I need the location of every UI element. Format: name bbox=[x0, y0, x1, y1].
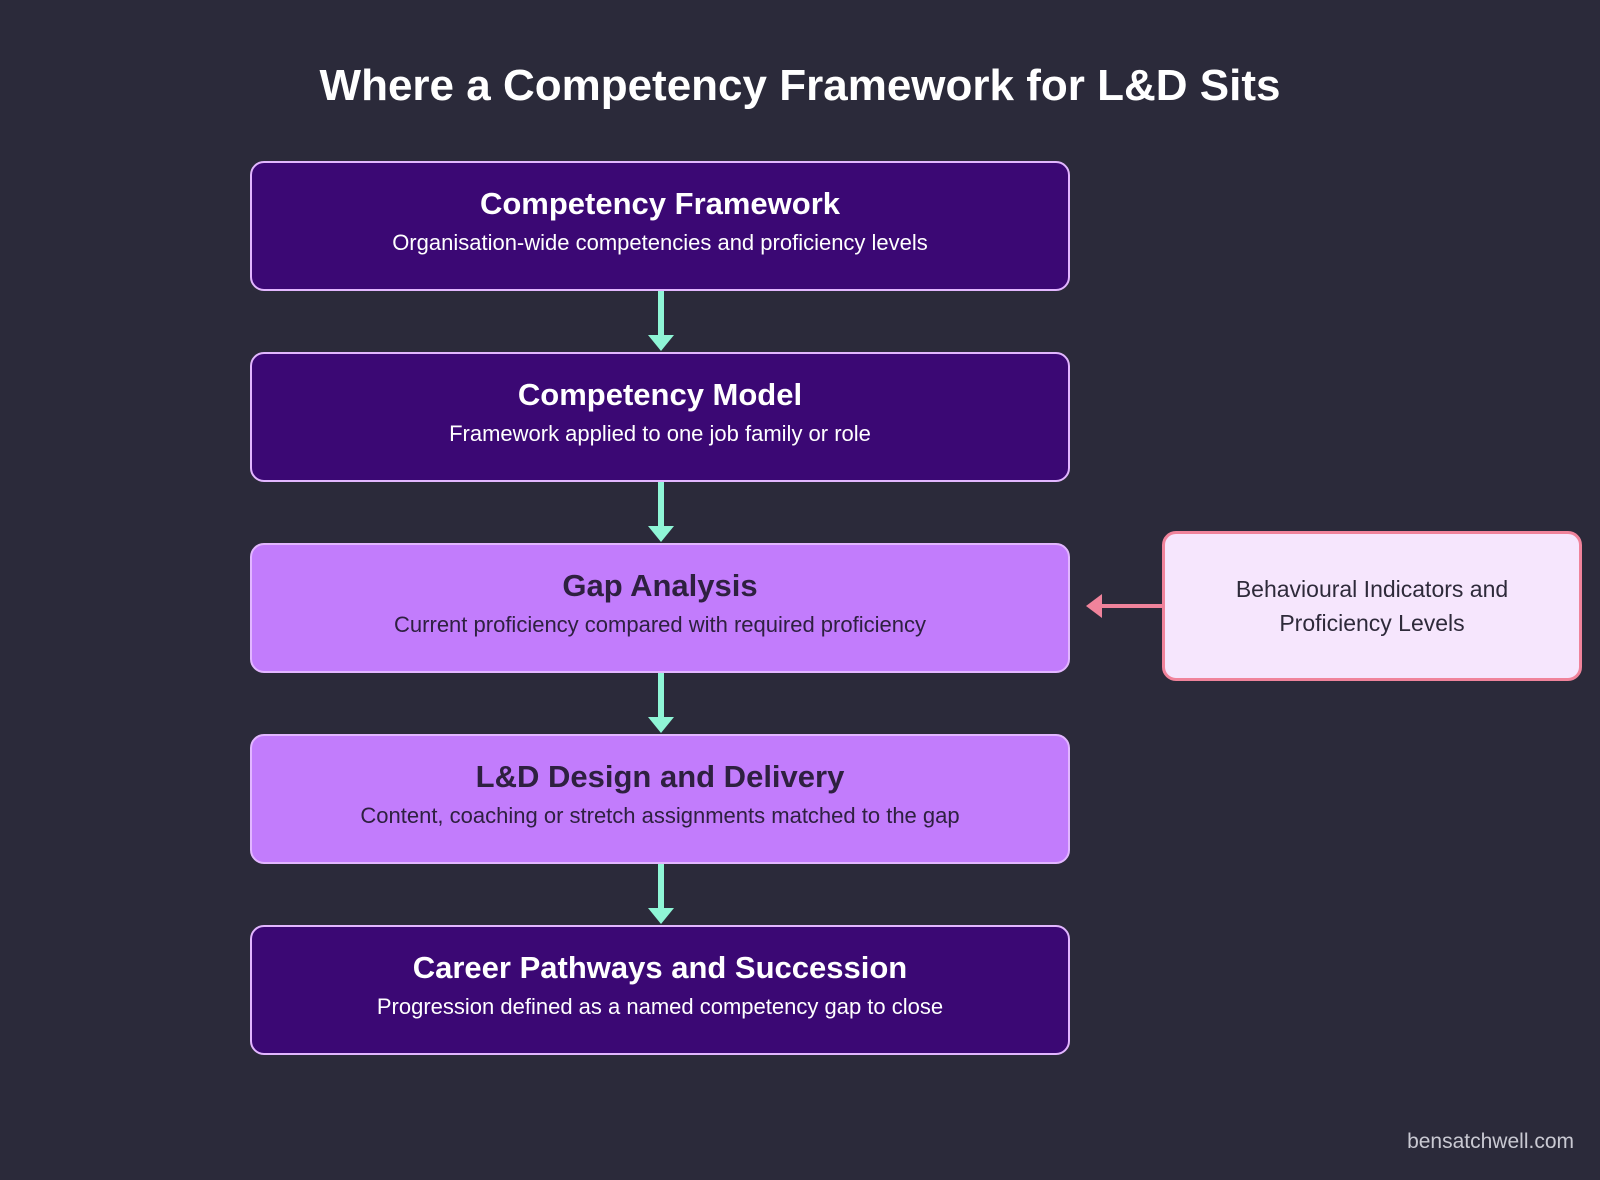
diagram-title: Where a Competency Framework for L&D Sit… bbox=[319, 61, 1281, 110]
behavioural-indicators-box: Behavioural Indicators and Proficiency L… bbox=[1162, 531, 1582, 681]
step-competency-model: Competency Model Framework applied to on… bbox=[250, 352, 1070, 482]
step-description: Framework applied to one job family or r… bbox=[449, 421, 871, 446]
flow-arrow-4 bbox=[648, 864, 674, 924]
step-ld-design-delivery: L&D Design and Delivery Content, coachin… bbox=[250, 734, 1070, 864]
step-heading: Career Pathways and Succession bbox=[412, 950, 908, 985]
step-description: Progression defined as a named competenc… bbox=[376, 994, 944, 1019]
step-description: Current proficiency compared with requir… bbox=[394, 612, 926, 637]
footer-credit: bensatchwell.com bbox=[1407, 1130, 1574, 1153]
step-gap-analysis: Gap Analysis Current proficiency compare… bbox=[250, 543, 1070, 673]
side-box-label: Behavioural Indicators and Proficiency L… bbox=[1235, 576, 1509, 636]
step-description: Organisation-wide competencies and profi… bbox=[392, 230, 928, 255]
step-heading: L&D Design and Delivery bbox=[475, 759, 845, 794]
side-arrow bbox=[1086, 594, 1162, 618]
step-heading: Competency Framework bbox=[479, 186, 841, 221]
step-competency-framework: Competency Framework Organisation-wide c… bbox=[250, 161, 1070, 291]
step-description: Content, coaching or stretch assignments… bbox=[360, 803, 960, 828]
step-career-pathways: Career Pathways and Succession Progressi… bbox=[250, 925, 1070, 1055]
step-heading: Gap Analysis bbox=[562, 568, 758, 603]
flow-arrow-3 bbox=[648, 673, 674, 733]
step-heading: Competency Model bbox=[517, 377, 803, 412]
flow-arrow-2 bbox=[648, 482, 674, 542]
flow-arrow-1 bbox=[648, 291, 674, 351]
